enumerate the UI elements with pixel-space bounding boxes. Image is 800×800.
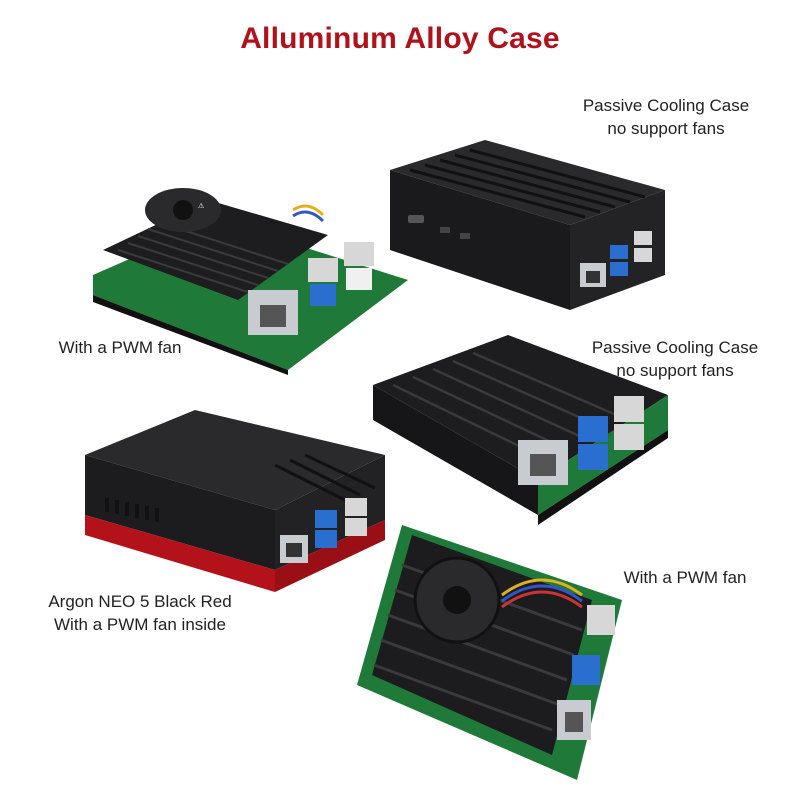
caption-line-2: no support fans: [616, 361, 734, 380]
caption-pwm-fan-left: With a PWM fan: [40, 336, 200, 359]
caption-line-1: Passive Cooling Case: [582, 96, 750, 115]
caption-argon-neo5: Argon NEO 5 Black Red With a PWM fan ins…: [30, 590, 250, 636]
page-title: Alluminum Alloy Case: [240, 22, 560, 55]
pwm-fan-heatsink-case-image: ⚠: [88, 180, 418, 375]
caption-line-2: With a PWM fan inside: [54, 615, 226, 634]
argon-neo5-case-image: [75, 410, 395, 595]
svg-text:⚠: ⚠: [198, 202, 204, 210]
caption-passive-case-top: Passive Cooling Case no support fans: [566, 94, 766, 140]
pwm-fan-heatsink-open-image: [352, 505, 652, 785]
caption-passive-case-middle: Passive Cooling Case no support fans: [575, 336, 775, 382]
caption-line-1: With a PWM fan: [623, 568, 747, 587]
passive-closed-case-image: [370, 135, 680, 325]
caption-pwm-fan-right: With a PWM fan: [605, 566, 765, 589]
caption-line-1: With a PWM fan: [58, 338, 182, 357]
caption-line-1: Passive Cooling Case: [591, 338, 759, 357]
passive-open-case-image: [368, 330, 678, 530]
caption-line-2: no support fans: [607, 119, 725, 138]
caption-line-1: Argon NEO 5 Black Red: [48, 592, 232, 611]
